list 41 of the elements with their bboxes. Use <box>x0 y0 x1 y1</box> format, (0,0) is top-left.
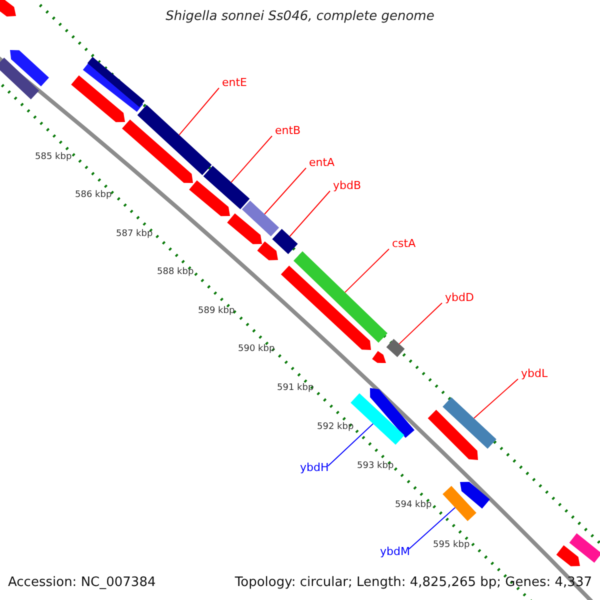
position-label: 591 kbp <box>277 384 314 393</box>
position-label: 588 kbp <box>157 268 194 277</box>
position-label: 592 kbp <box>317 423 354 432</box>
gene-label: ybdB <box>333 180 362 191</box>
gene-label: cstA <box>392 238 416 249</box>
gene-label: ybdM <box>380 546 410 557</box>
leader-line <box>264 168 306 215</box>
leader-line <box>344 248 390 293</box>
position-label: 590 kbp <box>238 345 275 354</box>
gene-label: entE <box>222 77 248 88</box>
gene-label: entB <box>275 125 301 136</box>
leader-line <box>289 190 330 237</box>
position-label: 589 kbp <box>198 307 235 316</box>
position-label: 594 kbp <box>395 501 432 510</box>
position-label: 587 kbp <box>116 230 153 239</box>
position-label: 595 kbp <box>433 541 470 550</box>
gene-label: ybdL <box>521 368 548 379</box>
gene-bar <box>242 200 280 236</box>
leader-line <box>230 136 272 183</box>
gene-bar <box>272 228 298 254</box>
position-label: 585 kbp <box>35 153 72 162</box>
gene-label: ybdH <box>300 462 329 473</box>
gene-bar <box>203 166 250 210</box>
gene-label: entA <box>309 157 335 168</box>
leader-line <box>178 88 220 136</box>
gene-bar <box>280 266 371 350</box>
leader-line <box>408 507 456 550</box>
gene-bar <box>294 251 388 343</box>
footer-text: Accession: NC_007384 <box>8 576 156 589</box>
footer-text: Topology: circular; Length: 4,825,265 bp; Genes: 4,337 <box>234 576 592 589</box>
gene-bar <box>386 338 405 358</box>
leader-line <box>398 302 442 344</box>
gene-label: ybdD <box>445 292 474 303</box>
gene-bar <box>442 486 476 522</box>
leader-line <box>328 423 374 466</box>
position-label: 593 kbp <box>357 462 394 471</box>
title: Shigella sonnei Ss046, complete genome <box>164 10 436 23</box>
leader-line <box>473 378 518 419</box>
position-label: 586 kbp <box>75 191 112 200</box>
gene-bar <box>442 397 496 449</box>
gene-bar <box>137 104 212 176</box>
